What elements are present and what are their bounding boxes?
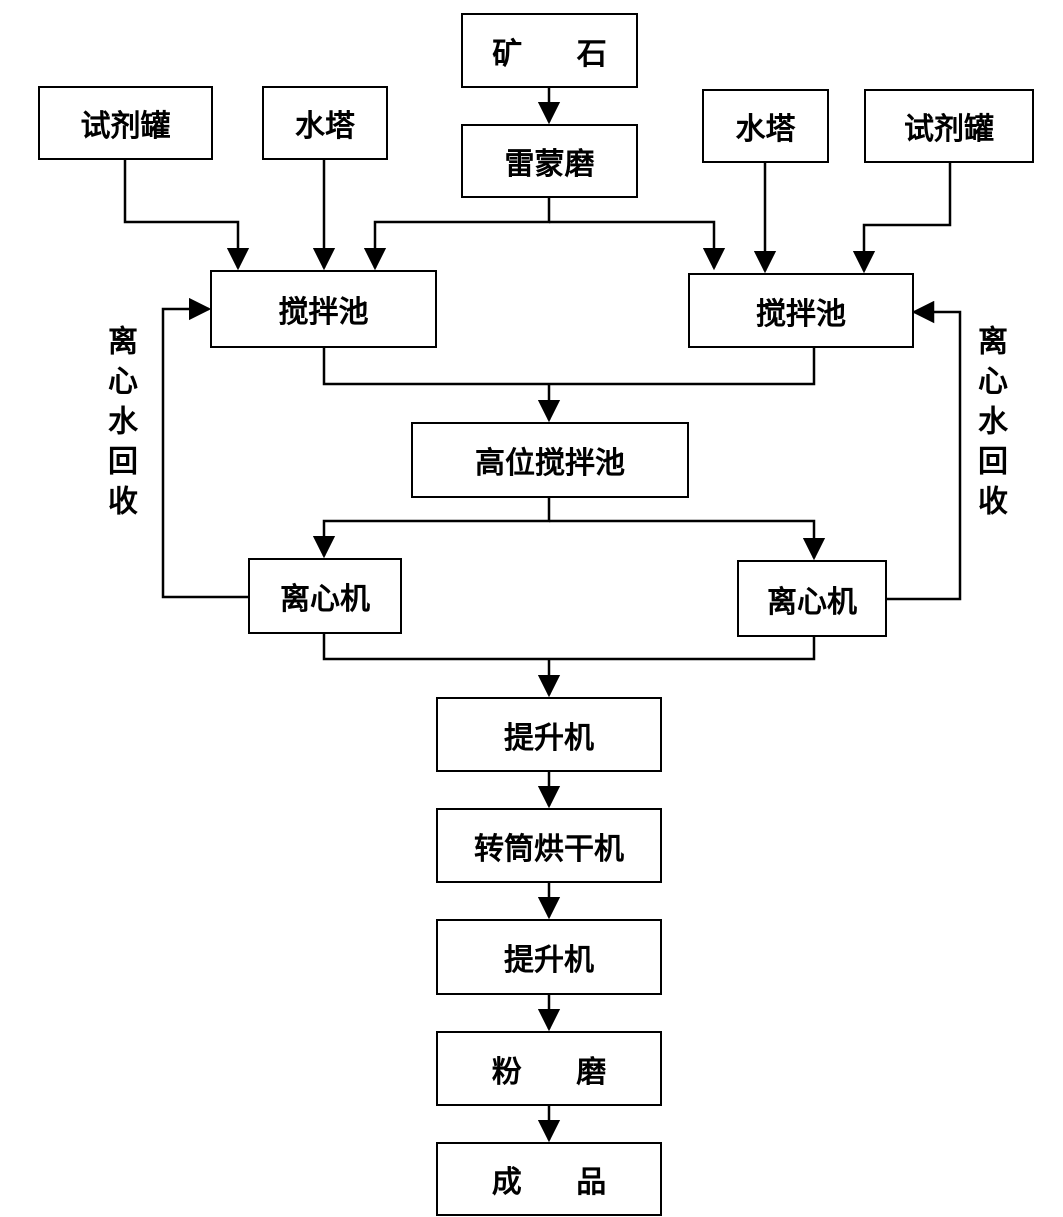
node-rotary-dryer: 转筒烘干机 <box>436 808 662 883</box>
node-mixing-tank-left: 搅拌池 <box>210 270 437 348</box>
node-water-tower-left: 水塔 <box>262 86 388 160</box>
node-centrifuge-left: 离心机 <box>248 558 402 634</box>
arrow-recovery-right <box>887 300 962 601</box>
arrow-recovery-left <box>161 297 248 599</box>
label-water-recovery-right: 离心水回收 <box>972 325 1007 525</box>
label-water-recovery-left: 离心水回收 <box>102 325 137 525</box>
node-ore: 矿 石 <box>461 13 638 88</box>
arrow-high-to-centrifuge-left <box>312 498 551 559</box>
node-high-mixing-tank: 高位搅拌池 <box>411 422 689 498</box>
node-reagent-tank-right: 试剂罐 <box>864 89 1034 163</box>
arrow-mill-to-mixing-left <box>363 198 551 271</box>
node-elevator-1: 提升机 <box>436 697 662 772</box>
arrow-mixing-to-high <box>322 348 816 386</box>
arrow-high-to-centrifuge-right <box>549 519 826 561</box>
node-mixing-tank-right: 搅拌池 <box>688 273 914 348</box>
node-water-tower-right: 水塔 <box>702 89 829 163</box>
arrow-mill-to-mixing-right <box>549 220 726 271</box>
arrow-reagent-right <box>852 163 952 274</box>
node-powder-mill: 粉 磨 <box>436 1031 662 1106</box>
node-product: 成 品 <box>436 1142 662 1216</box>
node-elevator-2: 提升机 <box>436 919 662 995</box>
node-centrifuge-right: 离心机 <box>737 560 887 637</box>
node-reagent-tank-left: 试剂罐 <box>38 86 213 160</box>
node-raymond-mill: 雷蒙磨 <box>461 124 638 198</box>
arrow-reagent-left <box>123 160 250 271</box>
arrow-centrifuges-merge <box>322 634 816 661</box>
